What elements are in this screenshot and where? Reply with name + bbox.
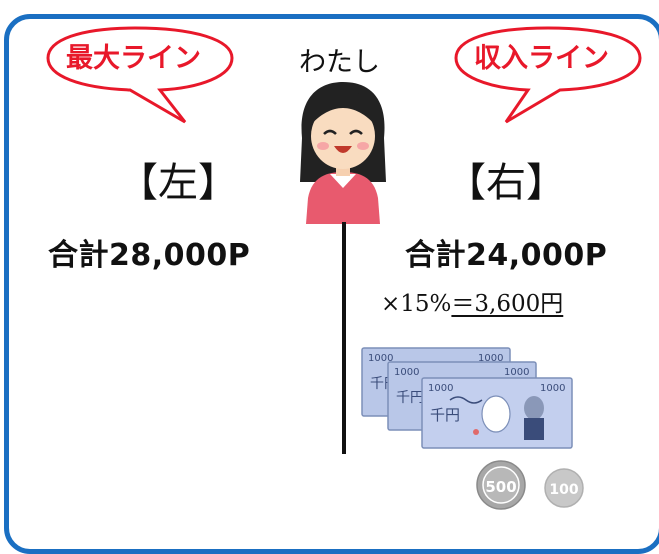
svg-text:1000: 1000 [478,353,503,364]
svg-text:1000: 1000 [504,367,529,378]
coins-illustration: 500 100 [476,460,584,510]
person-label: わたし [299,47,380,78]
banknotes-illustration: 1000 1000 千円 1000 1000 千円 1000 1000 千円 [361,347,573,449]
right-total: 合計24,000P [405,238,608,273]
calc-rate: ×15% [381,291,452,317]
left-speech-bubble [46,26,234,124]
svg-text:1000: 1000 [394,367,419,378]
banknote-front: 1000 1000 千円 [421,377,573,449]
left-bubble-label: 最大ライン [66,43,201,74]
calc-result: ＝3,600円 [451,291,564,317]
left-total: 合計28,000P [48,238,251,273]
person-illustration [300,82,386,224]
100-yen-coin-icon: 100 [544,468,584,508]
income-calculation: ×15%＝3,600円 [381,284,563,318]
svg-text:千円: 千円 [396,390,424,406]
right-bubble-label: 収入ライン [474,43,609,74]
center-divider-line [342,222,346,454]
svg-text:500: 500 [485,478,516,496]
svg-text:千円: 千円 [430,406,460,424]
svg-text:100: 100 [549,482,578,498]
right-heading: 【右】 [446,160,566,206]
left-heading: 【左】 [118,160,238,206]
svg-text:1000: 1000 [428,383,453,394]
right-speech-bubble [454,26,642,124]
svg-text:1000: 1000 [368,353,393,364]
svg-text:1000: 1000 [540,383,565,394]
500-yen-coin-icon: 500 [476,460,526,510]
